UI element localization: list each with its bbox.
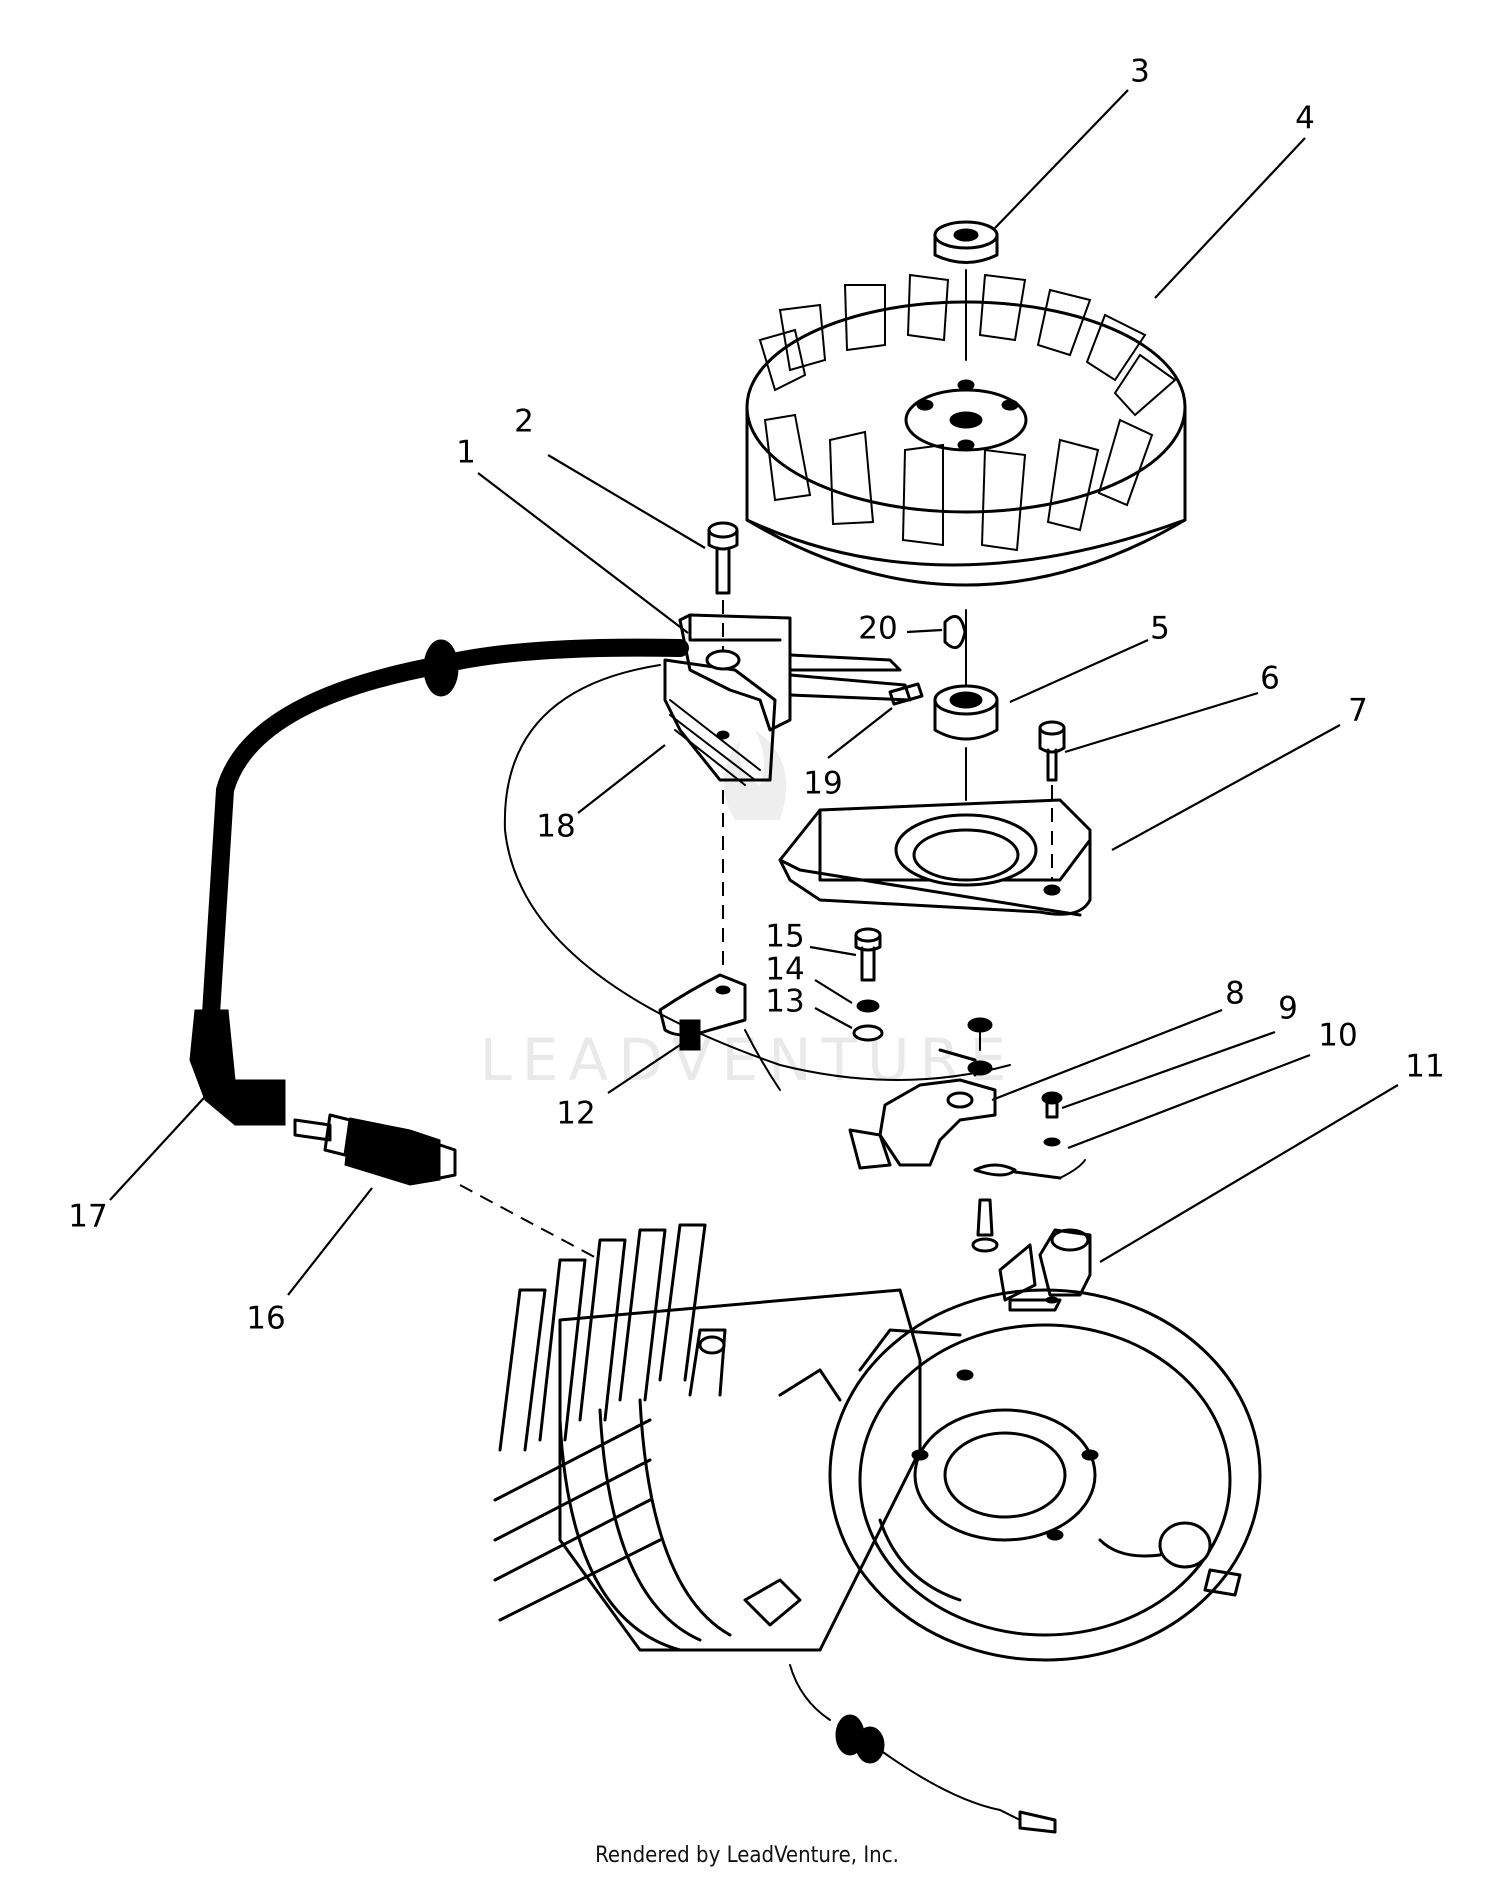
callout-1: 1 — [456, 435, 476, 471]
breaker-points-part — [848, 1017, 997, 1170]
callout-17: 17 — [68, 1199, 107, 1235]
leader-lines — [109, 89, 1399, 1296]
spark-plug-part — [293, 1113, 457, 1186]
callout-5: 5 — [1150, 611, 1170, 647]
housing-part — [778, 798, 1092, 917]
screw-2-part — [707, 521, 739, 595]
callout-19: 19 — [803, 766, 842, 802]
callout-10: 10 — [1318, 1018, 1357, 1054]
callout-15: 15 — [765, 919, 804, 955]
callout-12: 12 — [556, 1096, 595, 1132]
screw-lower-part — [971, 1198, 999, 1253]
condenser-part — [998, 1228, 1092, 1312]
screw-9-part — [1041, 1091, 1063, 1119]
callout-14: 14 — [765, 952, 804, 988]
washer-10-part — [1043, 1137, 1061, 1147]
ground-wire-part — [789, 1664, 1057, 1834]
bushing-part — [933, 684, 999, 741]
callout-2: 2 — [514, 404, 534, 440]
callout-labels: 1 2 3 4 5 6 7 8 9 10 11 12 13 14 15 16 1… — [68, 54, 1444, 1337]
ground-bracket-part — [658, 973, 781, 1091]
lockwasher-14-part — [856, 999, 880, 1013]
washer-13-part — [852, 1024, 884, 1042]
callout-7: 7 — [1348, 693, 1368, 729]
spark-plug-lead-part — [189, 638, 689, 1126]
callout-13: 13 — [765, 984, 804, 1020]
screw-6-part — [1038, 720, 1066, 782]
engine-block-part — [493, 1223, 1262, 1662]
callout-4: 4 — [1295, 101, 1315, 137]
callout-18: 18 — [536, 809, 575, 845]
key-part — [943, 614, 967, 650]
callout-8: 8 — [1225, 976, 1245, 1012]
callout-6: 6 — [1260, 661, 1280, 697]
callout-20: 20 — [858, 611, 897, 647]
callout-16: 16 — [246, 1301, 285, 1337]
flywheel-nut-part — [933, 220, 999, 264]
callout-9: 9 — [1278, 991, 1298, 1027]
callout-11: 11 — [1405, 1049, 1444, 1085]
screw-15-part — [854, 927, 882, 982]
callout-3: 3 — [1130, 54, 1150, 90]
watermark-text: LEADVENTURE — [480, 1026, 1017, 1094]
flywheel-part — [745, 273, 1187, 587]
ignition-coil-part — [663, 613, 912, 786]
footer-credit: Rendered by LeadVenture, Inc. — [595, 1843, 899, 1868]
